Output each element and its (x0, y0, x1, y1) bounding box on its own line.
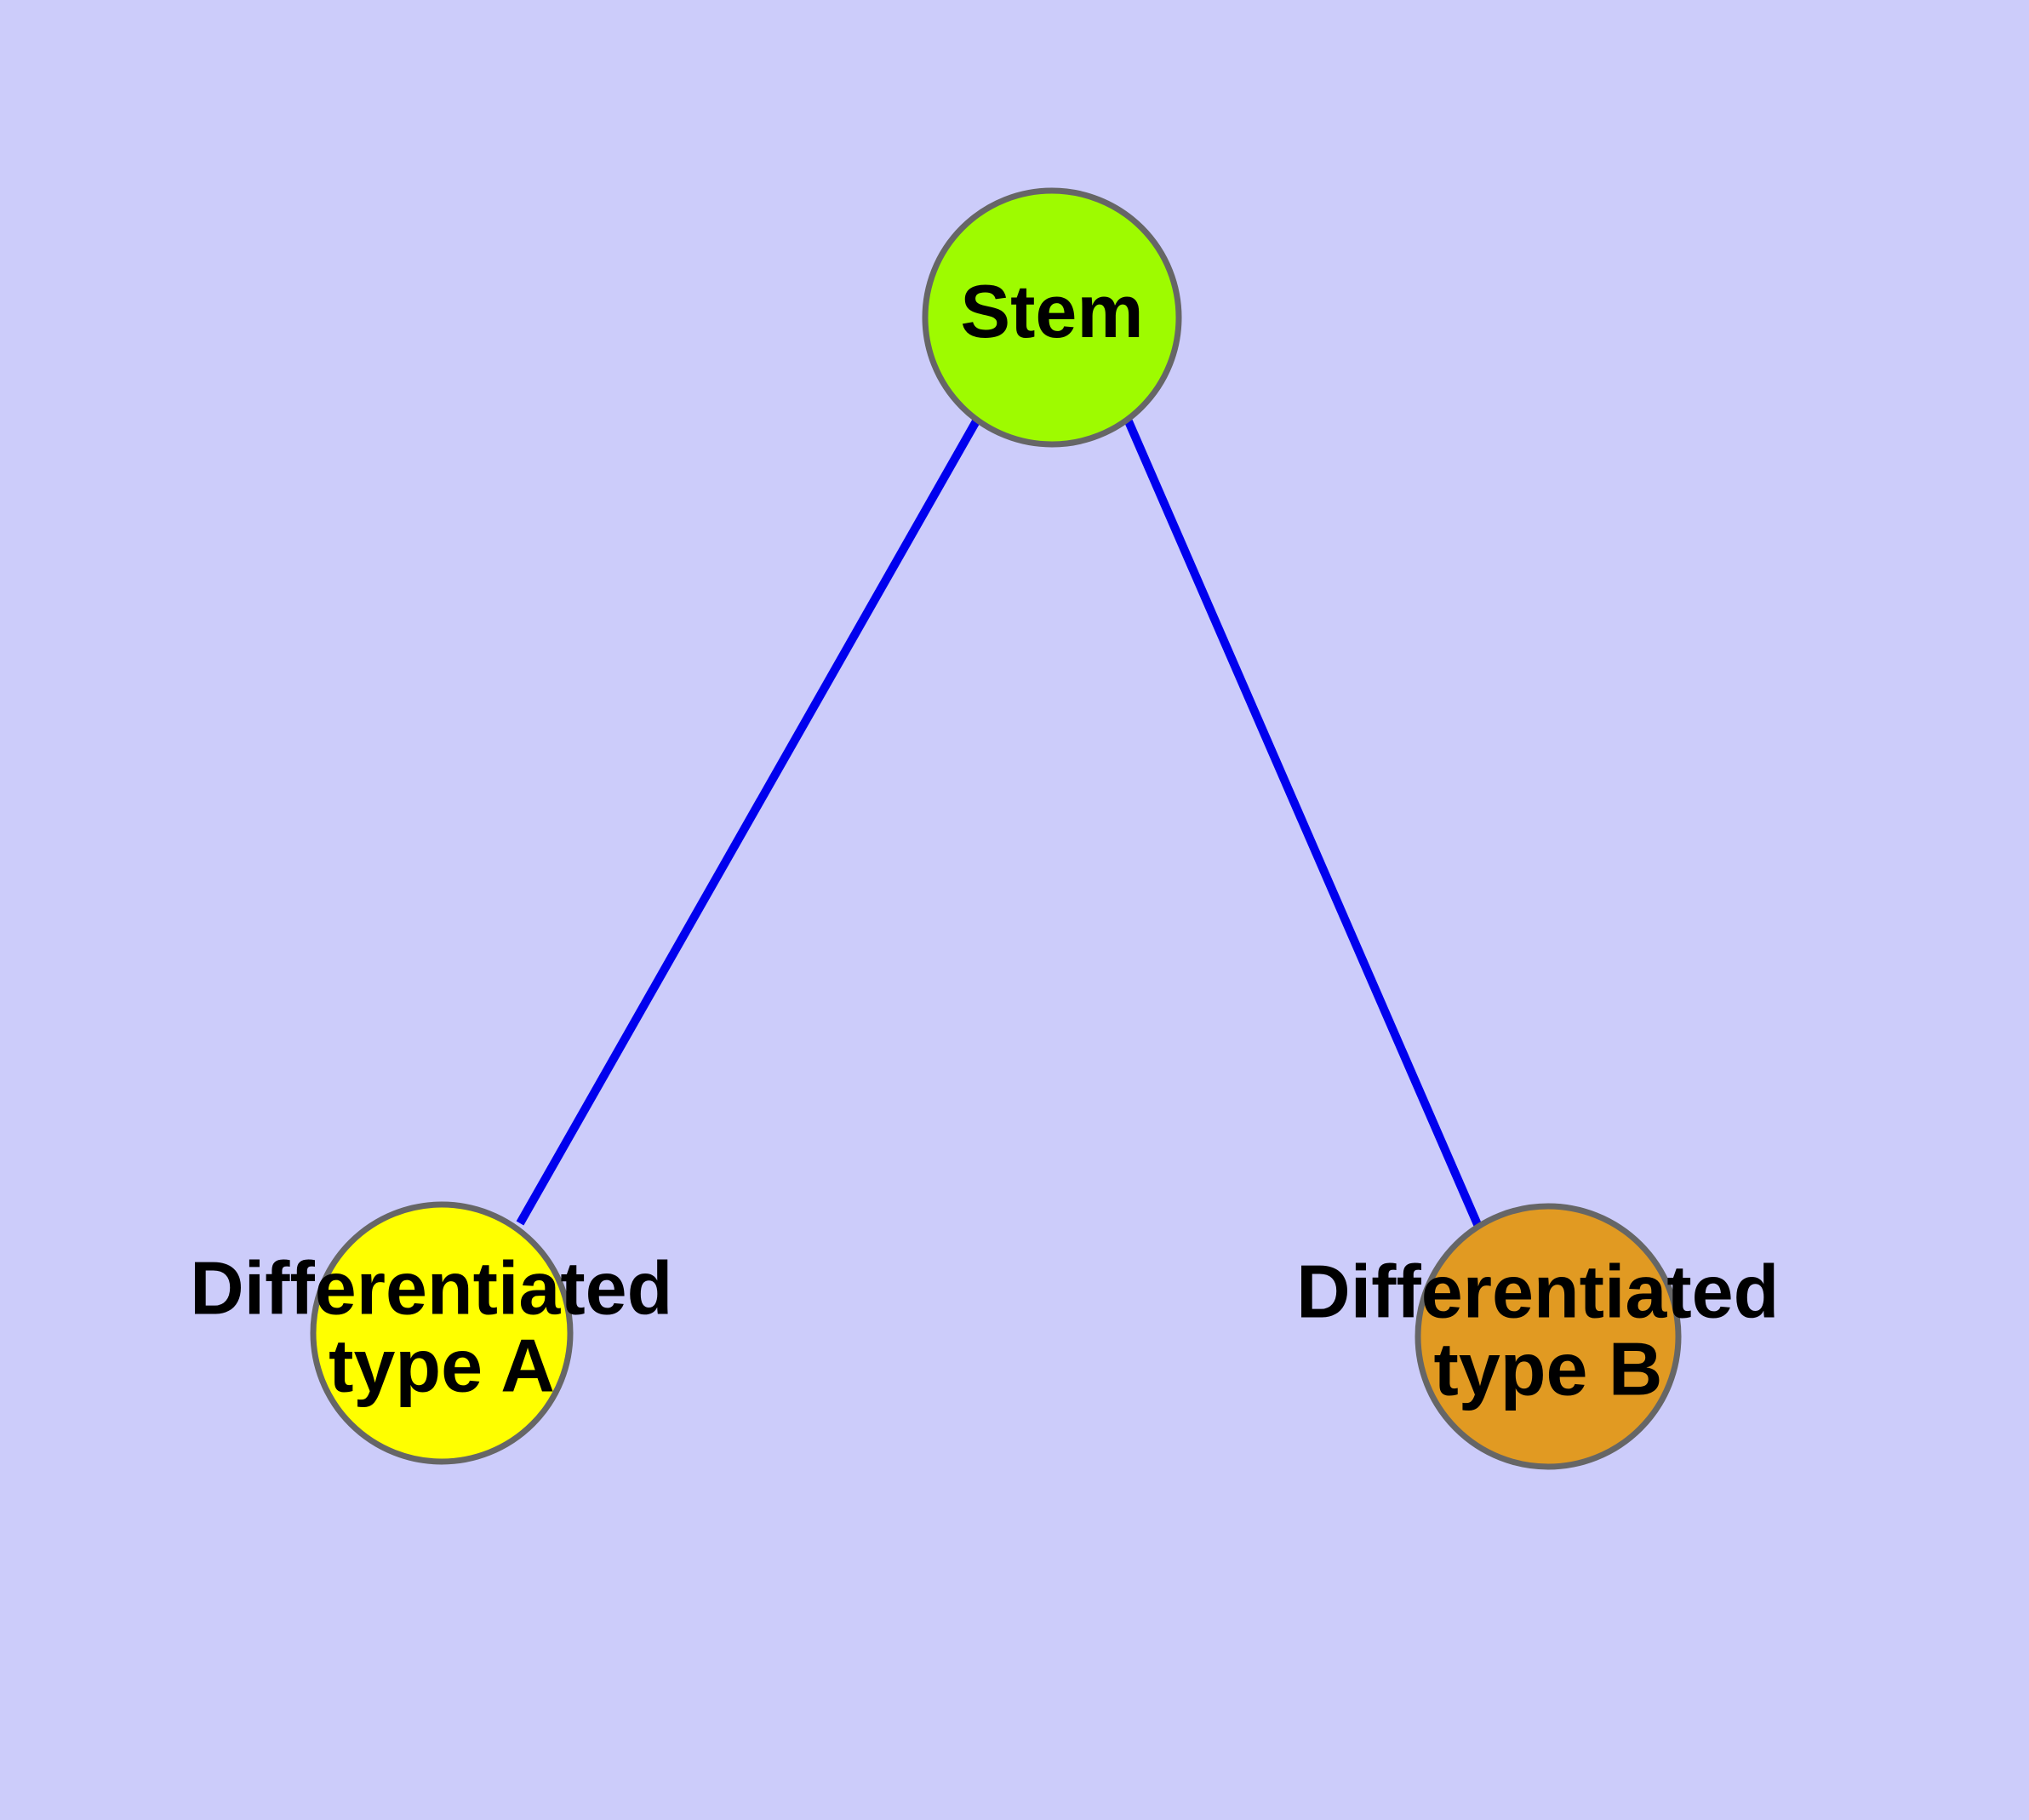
node-stem[interactable] (922, 187, 1182, 448)
node-differentiated-type-b[interactable] (1415, 1203, 1682, 1470)
node-differentiated-type-a-label: Differentiated type A (190, 1246, 694, 1408)
node-layer (310, 187, 1682, 1470)
node-differentiated-type-b-label-line-1: type B (1434, 1327, 1663, 1411)
edge-stem-to-differentiated-type-b[interactable] (1124, 420, 1483, 1230)
node-differentiated-type-a-label-line-1: type A (329, 1324, 555, 1408)
node-differentiated-type-a-label-line-0: Differentiated (190, 1246, 672, 1331)
edge-layer (516, 417, 1483, 1230)
node-stem-circle[interactable] (922, 187, 1182, 448)
node-differentiated-type-b-label: Differentiated type B (1296, 1250, 1800, 1411)
node-stem-label-line-0: Stem (960, 269, 1143, 353)
node-differentiated-type-b-circle[interactable] (1415, 1203, 1682, 1470)
node-stem-label: Stem (960, 269, 1143, 353)
node-differentiated-type-b-label-line-0: Differentiated (1296, 1250, 1779, 1334)
label-layer: Stem Differentiated type A Differentiate… (190, 269, 1800, 1411)
node-differentiated-type-a[interactable] (310, 1201, 574, 1465)
node-differentiated-type-a-circle[interactable] (310, 1201, 574, 1465)
edge-stem-to-differentiated-type-a[interactable] (516, 417, 981, 1226)
